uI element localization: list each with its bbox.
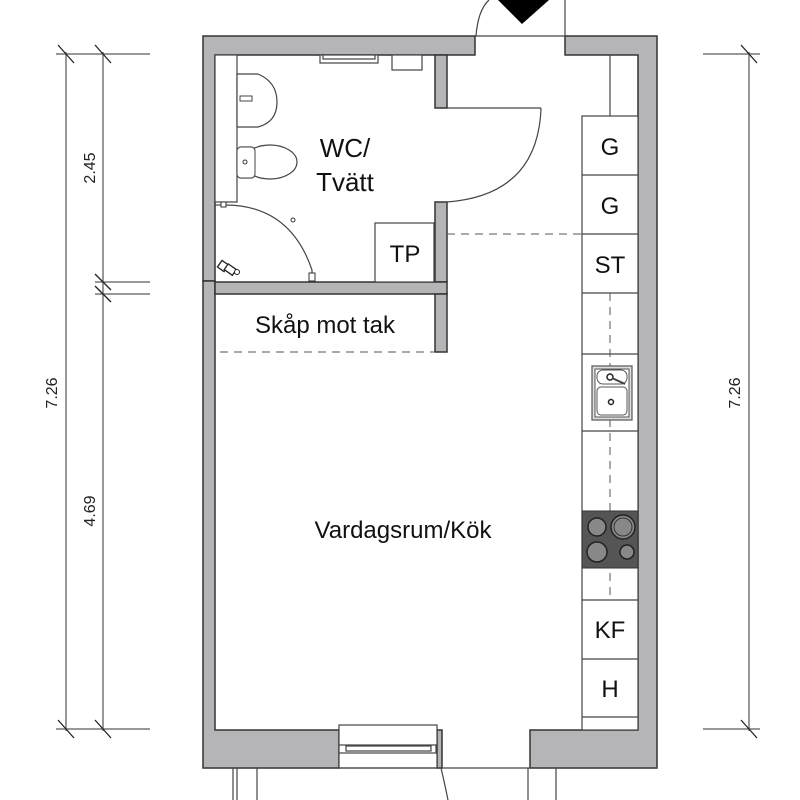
stove-icon <box>581 510 639 569</box>
shower-curtain-icon <box>215 201 316 282</box>
dimension-left-outer <box>56 44 150 739</box>
balcony-door[interactable] <box>440 767 449 800</box>
window <box>338 724 438 769</box>
kitchen-label-h: H <box>601 676 618 703</box>
entry-arrow-icon <box>498 0 549 24</box>
balcony-railing <box>203 767 657 800</box>
kitchen-counter <box>581 55 639 731</box>
kitchen-sink-icon <box>591 365 633 421</box>
room-label-living: Vardagsrum/Kök <box>315 517 493 544</box>
dimension-right <box>703 44 760 739</box>
wc-door[interactable] <box>446 107 542 203</box>
room-label-tvatt: Tvätt <box>316 167 375 197</box>
dimension-label-right: 7.26 <box>727 377 744 408</box>
tp-box <box>374 222 435 283</box>
shower-head-icon <box>216 259 240 277</box>
tp-label: TP <box>390 241 421 268</box>
dimension-left-inner <box>94 44 150 739</box>
cabinet-icon <box>391 54 423 71</box>
washbasin-icon <box>236 73 278 128</box>
room-label-closet: Skåp mot tak <box>255 312 396 339</box>
kitchen-label-g2: G <box>601 193 620 220</box>
kitchen-label-kf: KF <box>595 617 626 644</box>
wc-fixtures <box>214 54 435 283</box>
interior-walls <box>214 54 448 353</box>
dimension-label-left-lower: 4.69 <box>82 495 99 526</box>
room-label-wc: WC/ <box>320 133 371 163</box>
dimension-label-left-upper: 2.45 <box>82 152 99 183</box>
kitchen-label-g1: G <box>601 134 620 161</box>
dimension-label-left-outer: 7.26 <box>44 377 61 408</box>
toilet-icon <box>236 144 298 180</box>
entrance[interactable] <box>475 0 566 37</box>
kitchen-label-st: ST <box>595 252 626 279</box>
